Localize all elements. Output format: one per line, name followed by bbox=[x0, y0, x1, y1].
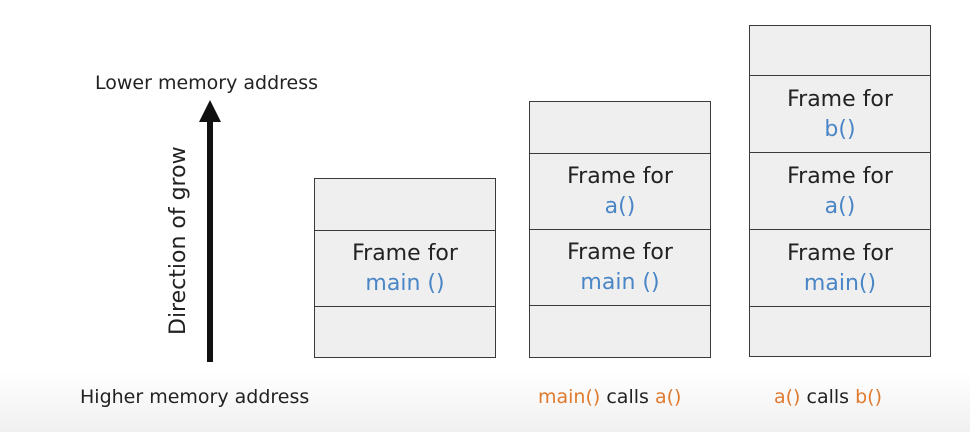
frame-label: Frame for bbox=[787, 163, 893, 189]
frame-label: Frame for bbox=[567, 164, 673, 189]
caption-callee: b() bbox=[855, 386, 882, 408]
caption-caller: a() bbox=[774, 386, 801, 408]
frame-function-name: b() bbox=[824, 116, 856, 142]
frame-function-name: main () bbox=[580, 270, 660, 295]
caption-verb: calls bbox=[800, 386, 856, 408]
higher-memory-address-label: Higher memory address bbox=[80, 386, 310, 408]
frame-a: Frame for a() bbox=[750, 152, 930, 230]
frame-function-name: a() bbox=[824, 193, 856, 219]
frame-main: Frame for main () bbox=[530, 229, 710, 306]
growth-direction-arrow-icon bbox=[199, 100, 221, 362]
caption-main-calls-a: main() calls a() bbox=[538, 386, 681, 408]
empty-stack-slot-top bbox=[750, 26, 930, 76]
empty-stack-slot-bottom bbox=[750, 306, 930, 356]
empty-stack-slot-top bbox=[315, 179, 495, 231]
caption-caller: main() bbox=[538, 386, 601, 408]
empty-stack-slot-top bbox=[530, 102, 710, 154]
direction-of-grow-label: Direction of grow bbox=[166, 146, 191, 335]
caption-verb: calls bbox=[600, 386, 655, 408]
frame-function-name: a() bbox=[604, 194, 636, 219]
frame-label: Frame for bbox=[787, 86, 893, 112]
frame-function-name: main () bbox=[365, 271, 445, 296]
frame-label: Frame for bbox=[787, 240, 893, 266]
empty-stack-slot-bottom bbox=[315, 306, 495, 357]
bottom-background-band bbox=[0, 372, 970, 432]
stack-a-calls-b: Frame for b() Frame for a() Frame for ma… bbox=[749, 25, 931, 357]
caption-callee: a() bbox=[654, 386, 682, 408]
frame-label: Frame for bbox=[567, 240, 673, 265]
frame-label: Frame for bbox=[352, 241, 458, 266]
stack-main-calls-a: Frame for a() Frame for main () bbox=[529, 101, 711, 358]
empty-stack-slot-bottom bbox=[530, 305, 710, 357]
frame-function-name: main() bbox=[803, 270, 877, 296]
caption-a-calls-b: a() calls b() bbox=[774, 386, 882, 408]
frame-main: Frame for main () bbox=[315, 230, 495, 307]
frame-b: Frame for b() bbox=[750, 75, 930, 153]
frame-main: Frame for main() bbox=[750, 229, 930, 307]
frame-a: Frame for a() bbox=[530, 153, 710, 230]
lower-memory-address-label: Lower memory address bbox=[95, 72, 319, 94]
stack-main-only: Frame for main () bbox=[314, 178, 496, 358]
